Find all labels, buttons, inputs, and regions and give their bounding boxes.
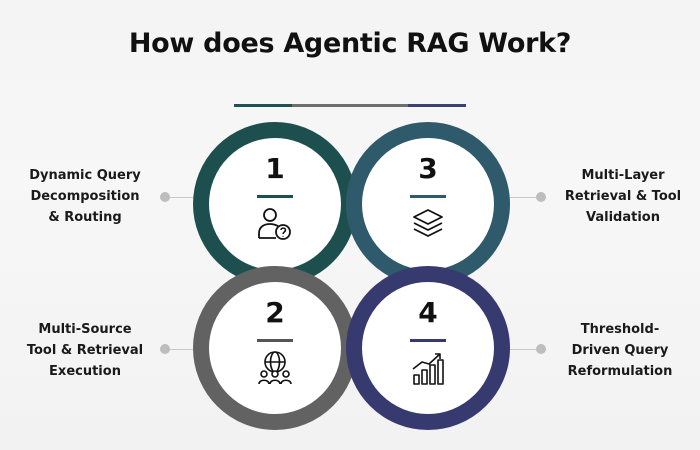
step-label-line: Threshold-: [580, 322, 660, 337]
step-4-number: 4: [418, 296, 438, 329]
step-label-line: Decomposition: [30, 189, 140, 204]
title-underline-segment: [292, 104, 408, 107]
step-4-ring: 4: [346, 266, 510, 430]
layers-icon: [413, 209, 443, 237]
step-label-line: Multi-Source: [38, 322, 132, 337]
step-label-line: Tool & Retrieval: [26, 343, 144, 358]
step-label-line: Execution: [49, 364, 121, 379]
connector-dot-2: [160, 344, 170, 354]
connector-line-4: [510, 349, 540, 350]
step-1-label: Dynamic Query Decomposition & Routing: [10, 165, 160, 228]
step-3-number-underline: [410, 195, 446, 198]
step-2-number-underline: [257, 339, 293, 342]
step-4-label: Threshold- Driven Query Reformulation: [545, 319, 695, 382]
connector-dot-4: [536, 344, 546, 354]
connector-dot-1: [160, 192, 170, 202]
step-2-label: Multi-Source Tool & Retrieval Execution: [10, 319, 160, 382]
step-2-ring: 2: [193, 266, 357, 430]
connector-dot-3: [536, 192, 546, 202]
step-1-number: 1: [265, 152, 285, 185]
connector-line-1: [165, 197, 193, 198]
connector-line-3: [510, 197, 540, 198]
page-title: How does Agentic RAG Work?: [128, 28, 572, 59]
step-label-line: Dynamic Query: [29, 168, 141, 183]
user-question-icon: [258, 208, 291, 240]
growth-chart-icon: [412, 353, 444, 385]
step-2-number: 2: [265, 296, 285, 329]
step-label-line: & Routing: [48, 210, 122, 225]
step-label-line: Validation: [586, 210, 660, 225]
step-4-number-underline: [410, 339, 446, 342]
step-label-line: Reformulation: [567, 364, 673, 379]
title-underline-segment: [408, 104, 466, 107]
connector-line-2: [165, 349, 193, 350]
step-1-number-underline: [257, 195, 293, 198]
step-label-line: Driven Query: [571, 343, 669, 358]
step-label-line: Retrieval & Tool: [564, 189, 682, 204]
globe-people-icon: [258, 351, 292, 385]
step-3-number: 3: [418, 152, 438, 185]
title-underline-segment: [234, 104, 292, 107]
step-3-label: Multi-Layer Retrieval & Tool Validation: [548, 165, 698, 228]
step-3-ring: 3: [346, 122, 510, 286]
step-label-line: Multi-Layer: [581, 168, 665, 183]
step-1-ring: 1: [193, 122, 357, 286]
